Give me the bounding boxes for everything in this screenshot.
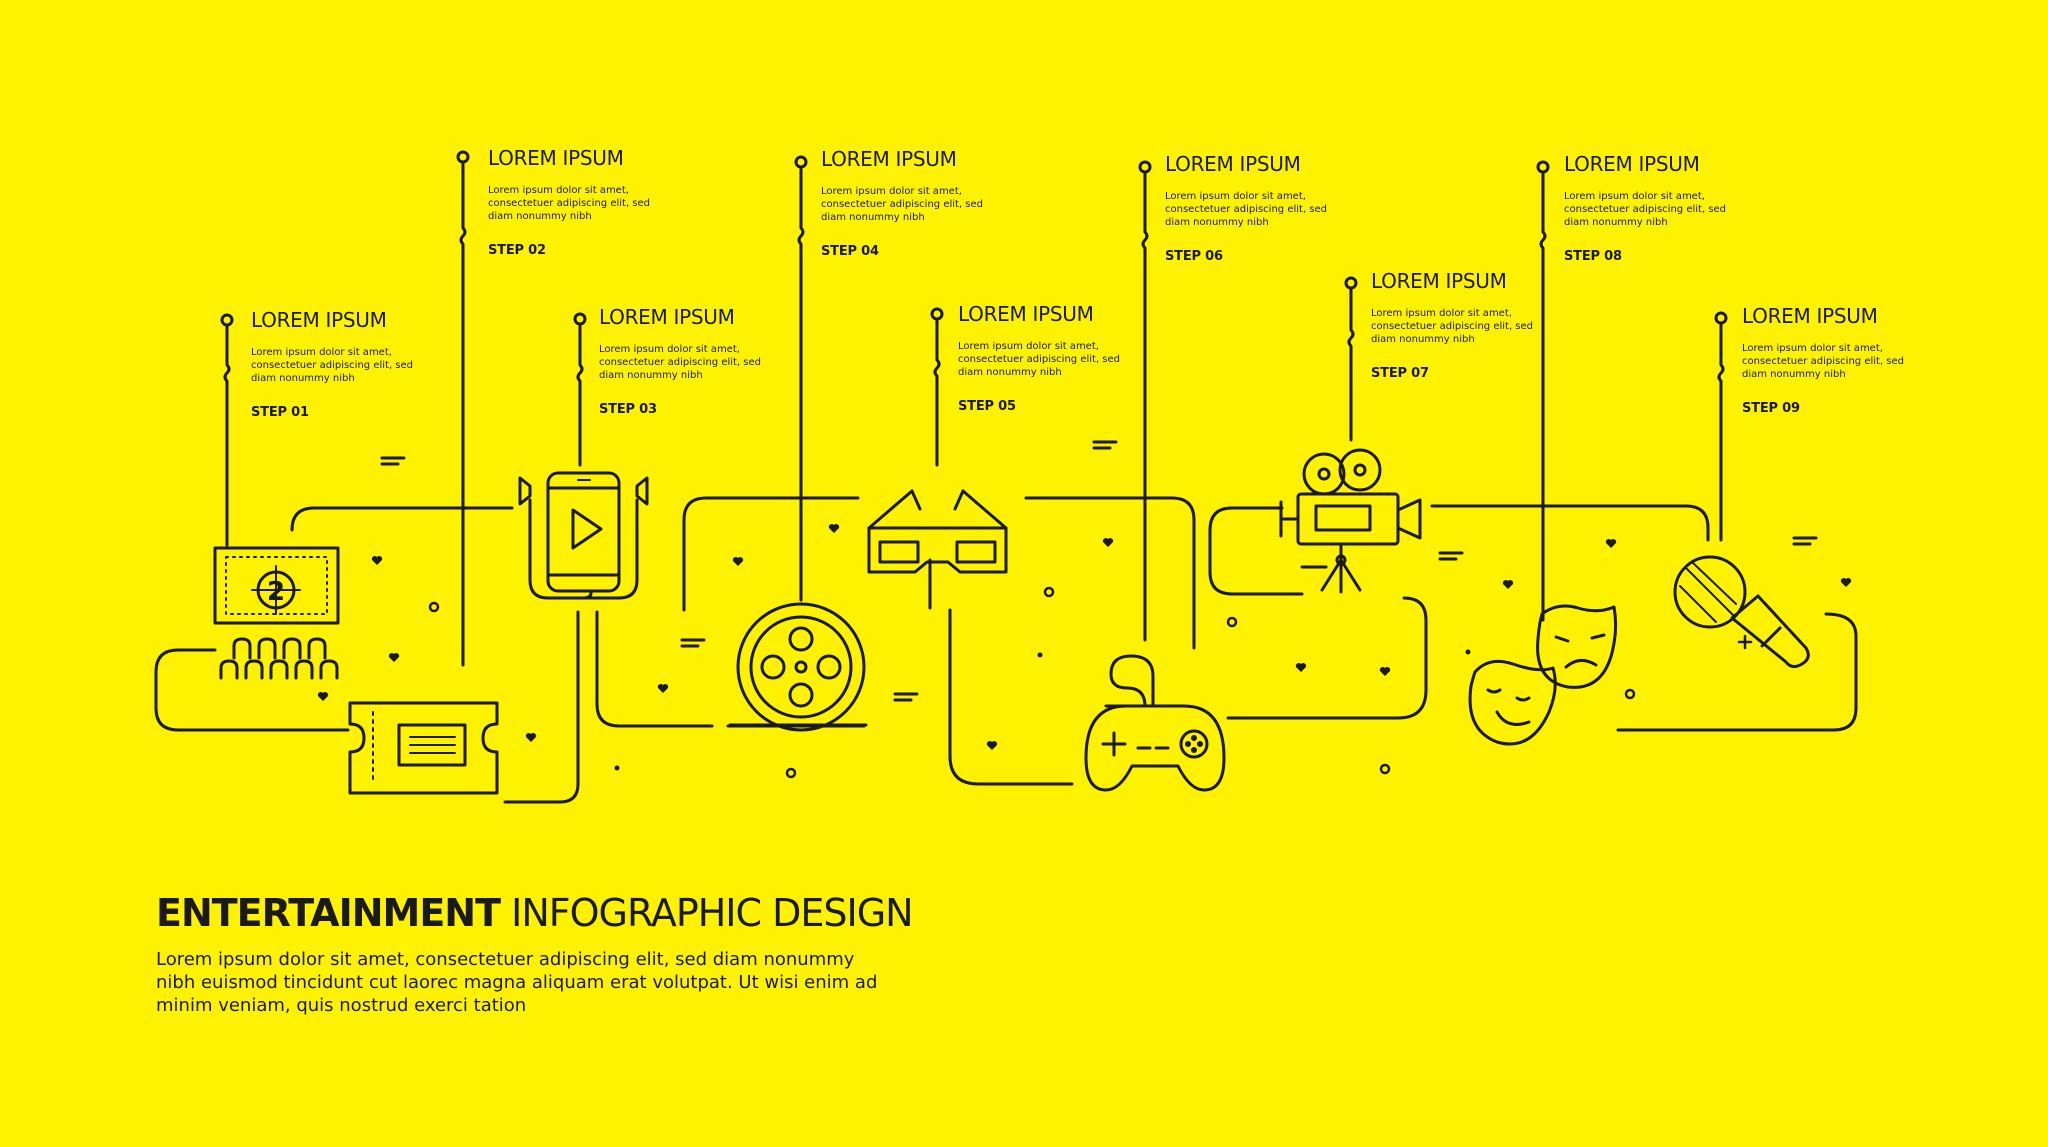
step-08-label: STEP 08	[1564, 249, 1622, 264]
step-02-label: STEP 02	[488, 243, 546, 258]
smartphone-video-icon	[518, 471, 649, 600]
step-09: LOREM IPSUM Lorem ipsum dolor sit amet, …	[1742, 304, 2002, 416]
step-01-label: STEP 01	[251, 405, 309, 420]
step-connector-05	[930, 307, 944, 467]
step-09-desc: Lorem ipsum dolor sit amet, consectetuer…	[1742, 343, 1905, 380]
3d-glasses-icon	[867, 489, 1008, 574]
step-03-label: STEP 03	[599, 402, 657, 417]
step-07-label: STEP 07	[1371, 366, 1429, 381]
step-09-label: STEP 09	[1742, 401, 1800, 416]
step-04-desc: Lorem ipsum dolor sit amet, consectetuer…	[821, 186, 984, 223]
step-09-title: LOREM IPSUM	[1742, 304, 1878, 328]
step-02-desc: Lorem ipsum dolor sit amet, consectetuer…	[488, 185, 651, 222]
dash-accents	[380, 440, 1818, 702]
step-04: LOREM IPSUM Lorem ipsum dolor sit amet, …	[821, 147, 1081, 259]
step-07: LOREM IPSUM Lorem ipsum dolor sit amet, …	[1371, 269, 1631, 381]
footer-body-text: Lorem ipsum dolor sit amet, consectetuer…	[156, 949, 878, 1016]
step-connector-07	[1344, 276, 1358, 442]
step-connector-04	[794, 155, 808, 602]
step-03-title: LOREM IPSUM	[599, 305, 735, 329]
step-connector-03	[573, 312, 587, 467]
gamepad-icon	[1084, 654, 1226, 792]
step-06-label: STEP 06	[1165, 249, 1223, 264]
step-connector-06	[1138, 160, 1152, 642]
step-08: LOREM IPSUM Lorem ipsum dolor sit amet, …	[1564, 152, 1824, 264]
movie-camera-icon	[1279, 448, 1422, 594]
step-08-title: LOREM IPSUM	[1564, 152, 1700, 176]
cinema-screen-icon: 2	[213, 546, 340, 680]
step-05-title: LOREM IPSUM	[958, 302, 1094, 326]
step-connector-09	[1714, 311, 1728, 542]
step-01: LOREM IPSUM Lorem ipsum dolor sit amet, …	[251, 308, 511, 420]
step-02: LOREM IPSUM Lorem ipsum dolor sit amet, …	[488, 146, 748, 258]
page-title-strong: ENTERTAINMENT	[156, 891, 501, 935]
step-08-desc: Lorem ipsum dolor sit amet, consectetuer…	[1564, 191, 1727, 228]
flow-paths	[154, 496, 1858, 804]
step-01-desc: Lorem ipsum dolor sit amet, consectetuer…	[251, 347, 414, 384]
step-03-desc: Lorem ipsum dolor sit amet, consectetuer…	[599, 344, 762, 381]
microphone-icon	[1673, 555, 1810, 669]
step-04-label: STEP 04	[821, 244, 879, 259]
step-06-desc: Lorem ipsum dolor sit amet, consectetuer…	[1165, 191, 1328, 228]
step-05-desc: Lorem ipsum dolor sit amet, consectetuer…	[958, 341, 1121, 378]
step-connector-02	[456, 150, 470, 667]
step-connector-01	[220, 313, 234, 547]
step-05: LOREM IPSUM Lorem ipsum dolor sit amet, …	[958, 302, 1218, 414]
footer: ENTERTAINMENT INFOGRAPHIC DESIGN Lorem i…	[156, 890, 916, 1017]
film-reel-icon	[726, 602, 866, 732]
step-01-title: LOREM IPSUM	[251, 308, 387, 332]
page-title-spacer	[500, 891, 511, 935]
step-02-title: LOREM IPSUM	[488, 146, 624, 170]
step-06-title: LOREM IPSUM	[1165, 152, 1301, 176]
step-06: LOREM IPSUM Lorem ipsum dolor sit amet, …	[1165, 152, 1425, 264]
step-07-desc: Lorem ipsum dolor sit amet, consectetuer…	[1371, 308, 1534, 345]
step-04-title: LOREM IPSUM	[821, 147, 957, 171]
step-connector-08	[1536, 160, 1550, 622]
step-03: LOREM IPSUM Lorem ipsum dolor sit amet, …	[599, 305, 859, 417]
step-07-title: LOREM IPSUM	[1371, 269, 1507, 293]
page-title: ENTERTAINMENT INFOGRAPHIC DESIGN	[156, 890, 916, 936]
theater-masks-icon	[1468, 604, 1618, 746]
step-05-label: STEP 05	[958, 399, 1016, 414]
ticket-icon	[348, 701, 499, 795]
page-title-light: INFOGRAPHIC DESIGN	[511, 891, 913, 935]
decor-hearts	[317, 524, 1852, 750]
svg-text:2: 2	[267, 577, 285, 607]
decor-dots	[320, 526, 1849, 779]
